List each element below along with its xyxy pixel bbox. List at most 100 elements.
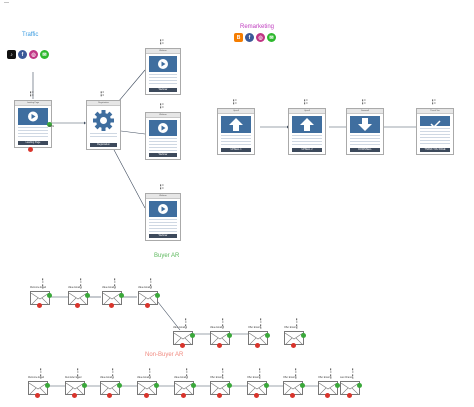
success-badge bbox=[191, 383, 196, 388]
gear-icon bbox=[93, 110, 114, 131]
instagram-icon[interactable]: ◎ bbox=[256, 33, 265, 42]
email-stats: ▮ 0▮ 0 bbox=[112, 368, 114, 380]
email-label: Welcome Email bbox=[28, 377, 44, 379]
page-label: UPSELL 1 bbox=[221, 148, 251, 152]
envelope-icon bbox=[248, 331, 268, 346]
email-label: Last Chance bbox=[340, 377, 353, 379]
text-lines bbox=[18, 127, 48, 138]
landing-page-node[interactable]: Landing Page Landing Page bbox=[14, 100, 52, 148]
email-label: Value Email 2 bbox=[102, 287, 117, 289]
success-badge bbox=[119, 293, 124, 298]
success-badge bbox=[335, 383, 340, 388]
success-badge bbox=[190, 333, 195, 338]
video-thumbnail bbox=[18, 108, 48, 125]
buyer-ar-title: Buyer AR bbox=[154, 253, 180, 259]
email-stats: ▮ 0▮ 0 bbox=[185, 318, 187, 330]
email-label: Offer Email 2 bbox=[247, 377, 261, 379]
error-badge bbox=[290, 393, 295, 398]
success-badge bbox=[265, 333, 270, 338]
envelope-icon bbox=[100, 381, 120, 396]
email-stats: ▮ 0▮ 0 bbox=[222, 368, 224, 380]
error-badge bbox=[109, 303, 114, 308]
error-badge bbox=[72, 393, 77, 398]
email-stats: ▮ 0▮ 0 bbox=[80, 278, 82, 290]
email-label: Value Email 1 bbox=[68, 287, 83, 289]
email-label: Offer Email 3 bbox=[283, 377, 297, 379]
envelope-icon bbox=[138, 291, 158, 306]
text-lines bbox=[149, 219, 177, 232]
success-badge bbox=[85, 293, 90, 298]
page-label: THANK YOU PAGE bbox=[420, 148, 450, 152]
node-stats: ▮ 0▮ 0 bbox=[160, 103, 164, 109]
arrow-down-icon bbox=[358, 118, 372, 131]
error-badge bbox=[181, 393, 186, 398]
upsell-1-node[interactable]: Upsell UPSELL 1 bbox=[217, 108, 255, 155]
error-badge bbox=[35, 393, 40, 398]
error-badge bbox=[75, 303, 80, 308]
email-stats: ▮ 0▮ 0 bbox=[222, 318, 224, 330]
email-label: Reminder Email bbox=[65, 377, 82, 379]
error-badge bbox=[255, 343, 260, 348]
text-lines bbox=[292, 135, 322, 145]
node-header: Downsell bbox=[347, 109, 383, 114]
downsell-node[interactable]: Downsell DOWNSELL bbox=[346, 108, 384, 155]
email-label: Offer Email 2 bbox=[284, 327, 298, 329]
email-label: Value Email 2 bbox=[137, 377, 152, 379]
messenger-icon[interactable]: ✉ bbox=[267, 33, 276, 42]
messenger-icon[interactable]: ✉ bbox=[40, 50, 49, 59]
thank-you-node[interactable]: Thank You THANK YOU PAGE bbox=[416, 108, 454, 155]
arrow-up-icon bbox=[300, 118, 314, 131]
email-stats: ▮ 0▮ 0 bbox=[330, 368, 332, 380]
tiktok-icon[interactable]: ♪ bbox=[7, 50, 16, 59]
remarketing-source-icons: B f ◎ ✉ bbox=[234, 33, 276, 42]
traffic-title: Traffic bbox=[22, 32, 39, 38]
webinar-node-middle[interactable]: Webinar Webinar bbox=[145, 112, 181, 160]
webinar-node-top[interactable]: Webinar Webinar bbox=[145, 48, 181, 95]
email-stats: ▮ 0▮ 0 bbox=[260, 318, 262, 330]
facebook-icon[interactable]: f bbox=[18, 50, 27, 59]
conversion-rate: 30% bbox=[48, 124, 55, 128]
node-stats: ▮ 0▮ 0 bbox=[160, 39, 164, 45]
email-label: Value Email 3 bbox=[174, 377, 189, 379]
email-stats: ▮ 0▮ 0 bbox=[186, 368, 188, 380]
email-label: Value Email 1 bbox=[100, 377, 115, 379]
upsell-thumbnail bbox=[221, 116, 251, 133]
thank-you-thumbnail bbox=[420, 116, 450, 129]
node-header: Upsell bbox=[218, 109, 254, 114]
blogger-icon[interactable]: B bbox=[234, 33, 243, 42]
traffic-source-icons: ♪ f ◎ ✉ bbox=[7, 50, 49, 59]
error-badge bbox=[217, 343, 222, 348]
node-header: Landing Page bbox=[15, 101, 51, 106]
success-badge bbox=[264, 383, 269, 388]
page-label: Landing Page bbox=[18, 141, 48, 145]
error-badge bbox=[254, 393, 259, 398]
error-badge bbox=[107, 393, 112, 398]
error-badge bbox=[180, 343, 185, 348]
success-badge bbox=[227, 383, 232, 388]
text-lines bbox=[149, 74, 177, 86]
upsell-2-node[interactable]: Upsell UPSELL 2 bbox=[288, 108, 326, 155]
node-header: Webinar bbox=[146, 49, 180, 54]
video-thumbnail bbox=[149, 120, 177, 136]
text-lines bbox=[420, 128, 450, 145]
facebook-icon[interactable]: f bbox=[245, 33, 254, 42]
error-badge bbox=[217, 393, 222, 398]
success-badge bbox=[47, 122, 52, 127]
success-badge bbox=[117, 383, 122, 388]
page-label: DOWNSELL bbox=[350, 148, 380, 152]
video-thumbnail bbox=[149, 56, 177, 72]
node-header: Webinar bbox=[146, 113, 180, 118]
node-stats: ▮ 0▮ 0 bbox=[160, 184, 164, 190]
node-header: Webinar bbox=[146, 194, 180, 199]
page-label: UPSELL 2 bbox=[292, 148, 322, 152]
error-badge bbox=[145, 303, 150, 308]
page-label: Webinar bbox=[149, 234, 177, 238]
remarketing-title: Remarketing bbox=[240, 24, 275, 30]
email-stats: ▮ 0▮ 0 bbox=[149, 368, 151, 380]
video-thumbnail bbox=[149, 201, 177, 217]
registration-node[interactable]: Registration Registration bbox=[86, 100, 121, 150]
success-badge bbox=[82, 383, 87, 388]
success-badge bbox=[45, 383, 50, 388]
instagram-icon[interactable]: ◎ bbox=[29, 50, 38, 59]
webinar-node-bottom[interactable]: Webinar Webinar bbox=[145, 193, 181, 241]
